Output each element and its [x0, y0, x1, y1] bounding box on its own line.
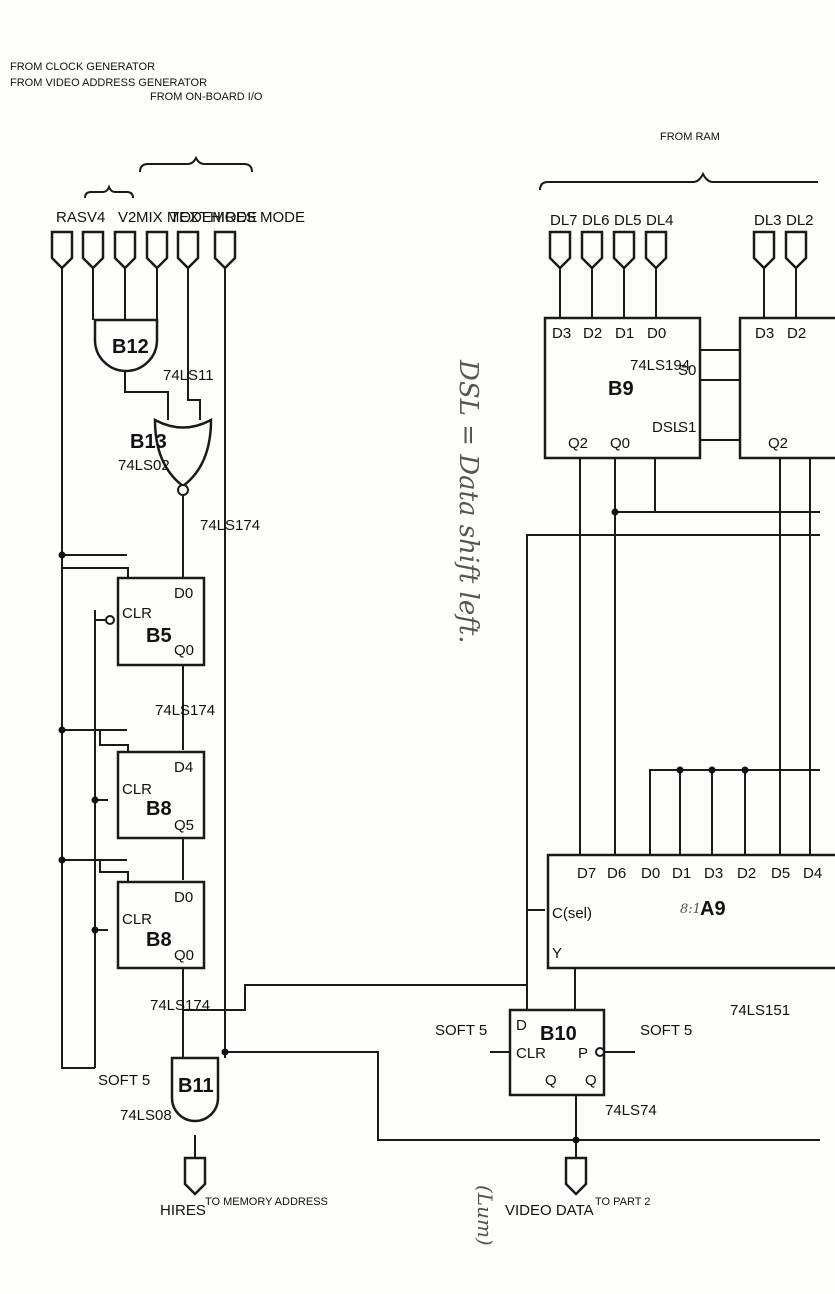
dl6-label: DL6: [582, 212, 610, 229]
b8b-d0-pin: D0: [174, 889, 193, 906]
soft5-left-label: SOFT 5: [98, 1072, 150, 1089]
b10-type: 74LS74: [605, 1102, 657, 1119]
onboard-io-source-label: FROM ON-BOARD I/O: [150, 91, 263, 103]
braces: [84, 155, 818, 199]
b9-q2-pin: Q2: [568, 435, 588, 452]
chip-b13[interactable]: B13 74LS02: [118, 417, 213, 496]
b12-type: 74LS11: [163, 367, 214, 384]
b9-d2-pin: D2: [583, 325, 602, 342]
a9-d4-pin: D4: [803, 865, 822, 882]
b5-q0-pin: Q0: [174, 642, 194, 659]
b8a-clr-pin: CLR: [122, 781, 152, 798]
b12-label: B12: [112, 336, 149, 358]
dl5-label: DL5: [614, 212, 642, 229]
clock-gen-source-label: FROM CLOCK GENERATOR: [10, 61, 155, 73]
text-mode-label: TEXT MODE: [170, 209, 257, 226]
b9-dsl-pin: DSL: [652, 419, 681, 436]
b11-label: B11: [178, 1075, 214, 1097]
b8b-q0-pin: Q0: [174, 947, 194, 964]
chip-b11[interactable]: B11 74LS08: [120, 1056, 220, 1124]
b8a-d4-pin: D4: [174, 759, 193, 776]
b8b-clr-pin: CLR: [122, 911, 152, 928]
dsl-handwritten-note: DSL = Data shift left.: [453, 359, 483, 644]
b9-d0-pin: D0: [647, 325, 666, 342]
b9-d3-pin: D3: [552, 325, 571, 342]
b8a-type: 74LS174: [155, 702, 215, 719]
hires-output-label: HIRES: [160, 1202, 206, 1219]
lum-handwritten-note: (Lum): [473, 1185, 497, 1246]
to-memory-label: TO MEMORY ADDRESS: [205, 1196, 328, 1208]
b9-s0-pin: S0: [678, 362, 696, 379]
chip-b5[interactable]: D0 CLR B5 Q0 74LS174: [105, 517, 260, 667]
signal-labels: RAS V4 V2 MIX MODE TEXT MODE HIRES MODE …: [10, 61, 814, 1246]
chip-shift-register-2[interactable]: D3 D2 Q2: [738, 316, 835, 460]
soft5-mid-label: SOFT 5: [435, 1022, 487, 1039]
b11-type: 74LS08: [120, 1107, 172, 1124]
ram-source-label: FROM RAM: [660, 131, 720, 143]
b10-label: B10: [540, 1023, 577, 1045]
dl3-label: DL3: [754, 212, 782, 229]
a9-d0-pin: D0: [641, 865, 660, 882]
b8a-label: B8: [146, 798, 172, 820]
sr2-d2-pin: D2: [787, 325, 806, 342]
b9-d1-pin: D1: [615, 325, 634, 342]
b10-qbar-pin: Q: [545, 1072, 557, 1089]
a9-d7-pin: D7: [577, 865, 596, 882]
video-addr-source-label: FROM VIDEO ADDRESS GENERATOR: [10, 77, 207, 89]
video-data-label: VIDEO DATA: [505, 1202, 594, 1219]
chip-a9[interactable]: D7 D6 D0 D1 D3 D2 D5 D4 A9 8:1 C(sel) Y …: [546, 853, 835, 1019]
b8b-type: 74LS174: [150, 997, 210, 1014]
to-part2-label: TO PART 2: [595, 1196, 650, 1208]
b10-clr-pin: CLR: [516, 1045, 546, 1062]
hires-mode-label: HIRES MODE: [210, 209, 305, 226]
a9-note: 8:1: [680, 902, 701, 917]
a9-label: A9: [700, 898, 726, 920]
b9-type: 74LS194: [630, 357, 690, 374]
chip-b8-lower[interactable]: D0 CLR B8 Q0 74LS174: [116, 880, 210, 1014]
chip-b9[interactable]: D3 D2 D1 D0 S0 74LS194 B9 S1 DSL Q2 Q0: [543, 316, 702, 460]
b9-s1-pin: S1: [678, 419, 696, 436]
a9-csel-pin: C(sel): [552, 905, 592, 922]
soft5-right-label: SOFT 5: [640, 1022, 692, 1039]
chip-b8-upper[interactable]: D4 CLR B8 Q5 74LS174: [116, 702, 215, 840]
b5-label: B5: [146, 625, 172, 647]
b5-d0-pin: D0: [174, 585, 193, 602]
b9-q0-pin: Q0: [610, 435, 630, 452]
a9-y-pin: Y: [552, 945, 562, 962]
v4-label: V4: [87, 209, 105, 226]
b10-q-pin: Q: [585, 1072, 597, 1089]
b5-clr-pin: CLR: [122, 605, 152, 622]
dl2-label: DL2: [786, 212, 814, 229]
b10-d-pin: D: [516, 1017, 527, 1034]
v2-label: V2: [118, 209, 136, 226]
mix-mode-label: MIX MODE: [136, 209, 212, 226]
sr2-d3-pin: D3: [755, 325, 774, 342]
input-connectors: [50, 230, 808, 1196]
a9-d3-pin: D3: [704, 865, 723, 882]
wires: [61, 262, 820, 1158]
b10-p-pin: P: [578, 1045, 588, 1062]
dl7-label: DL7: [550, 212, 578, 229]
a9-d6-pin: D6: [607, 865, 626, 882]
b13-type: 74LS02: [118, 457, 170, 474]
b8a-q5-pin: Q5: [174, 817, 194, 834]
b9-label: B9: [608, 378, 634, 400]
a9-d5-pin: D5: [771, 865, 790, 882]
a9-type: 74LS151: [730, 1002, 790, 1019]
b8b-label: B8: [146, 929, 172, 951]
junctions: [58, 508, 749, 1144]
a9-d1-pin: D1: [672, 865, 691, 882]
chip-b10[interactable]: D B10 P CLR Q Q 74LS74: [508, 1008, 657, 1119]
a9-d2-pin: D2: [737, 865, 756, 882]
ras-label: RAS: [56, 209, 87, 226]
dl4-label: DL4: [646, 212, 674, 229]
b5-type: 74LS174: [200, 517, 260, 534]
sr2-q2-pin: Q2: [768, 435, 788, 452]
b13-label: B13: [130, 431, 167, 453]
chip-b12[interactable]: B12 74LS11: [93, 318, 214, 384]
